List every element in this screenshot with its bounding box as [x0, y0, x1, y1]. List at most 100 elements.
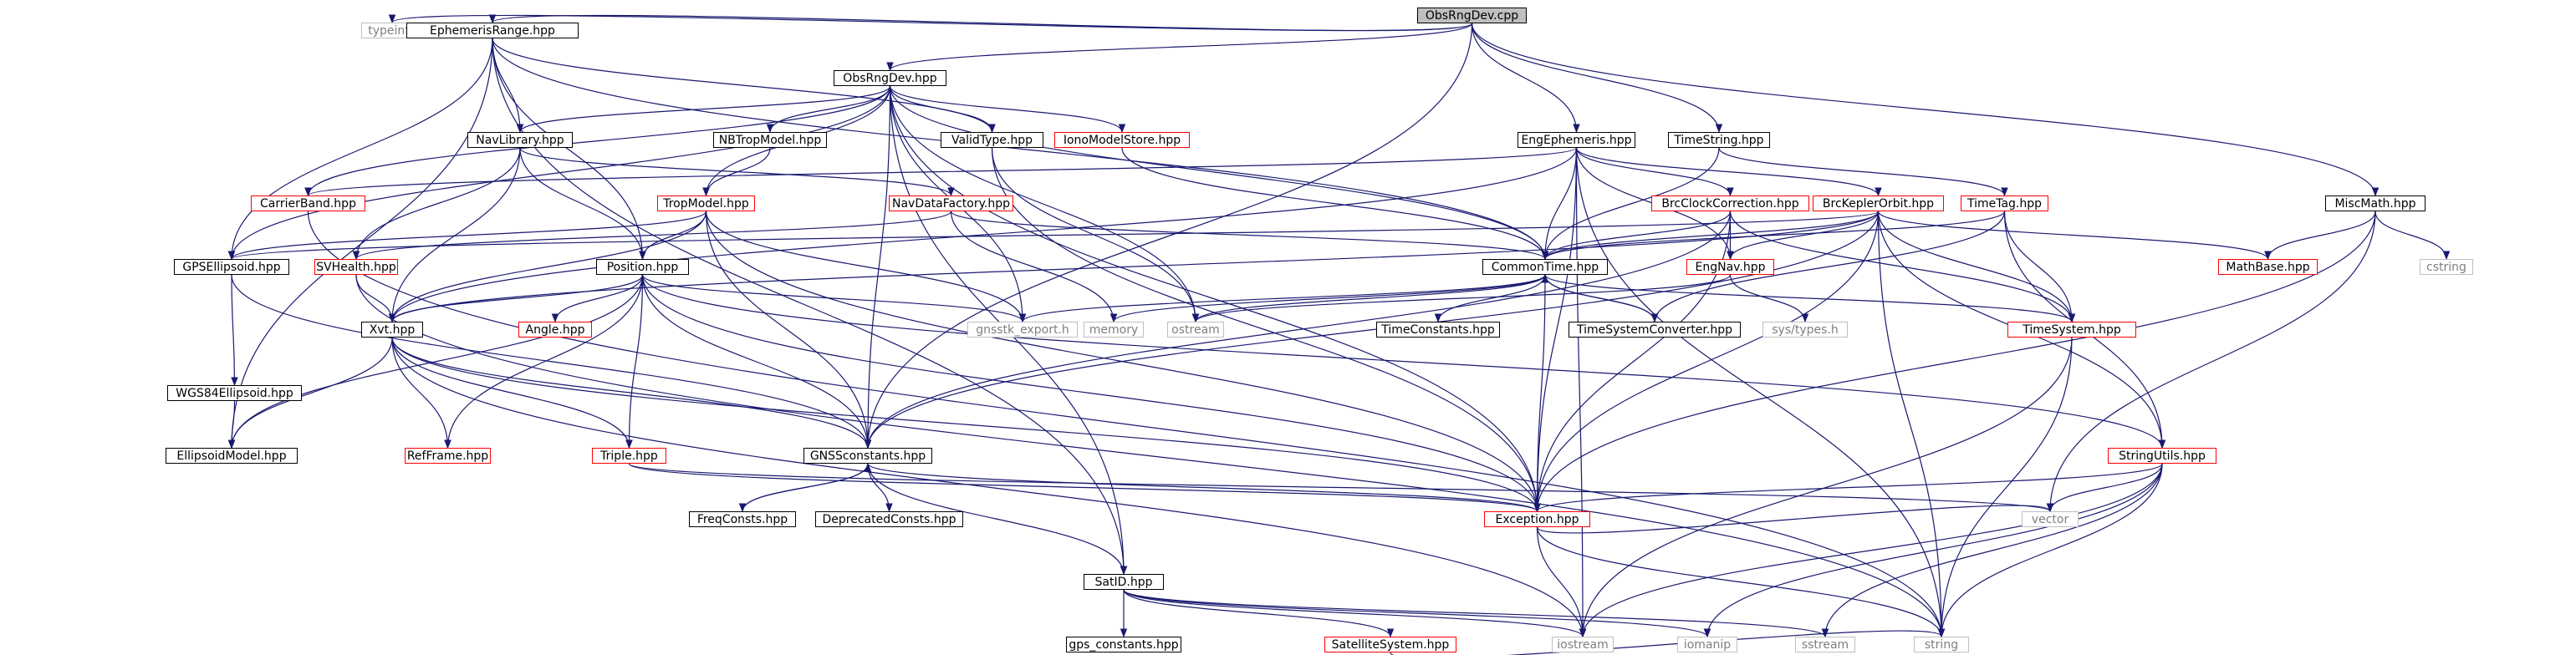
node-timeconstants-hpp[interactable]: TimeConstants.hpp	[1376, 322, 1500, 338]
node-commontime-hpp[interactable]: CommonTime.hpp	[1482, 259, 1608, 275]
edge-ephemerisrange-to-position	[492, 38, 646, 261]
edge-triple-to-exception	[628, 463, 1541, 513]
node-angle-hpp[interactable]: Angle.hpp	[518, 322, 592, 338]
node-timetag-hpp[interactable]: TimeTag.hpp	[1961, 195, 2048, 211]
node-triple-hpp[interactable]: Triple.hpp	[592, 448, 666, 464]
edge-stringutils-to-vector	[2046, 463, 2163, 513]
edge-obsrngdev_cpp-to-timestring	[1471, 23, 1723, 134]
node-exception-hpp[interactable]: Exception.hpp	[1484, 511, 1590, 527]
node-navlibrary-hpp[interactable]: NavLibrary.hpp	[467, 132, 573, 148]
edge-commontime-to-exception	[1533, 274, 1546, 513]
edge-timetag-to-timesystem	[2003, 211, 2076, 323]
edge-navlibrary-to-xvt	[388, 147, 521, 323]
edge-engephemeris-to-brckeplerorbit	[1575, 147, 1882, 197]
edge-stringutils-to-iomanip	[1703, 463, 2163, 638]
node-obsrngdev-cpp[interactable]: ObsRngDev.cpp	[1417, 8, 1527, 23]
edge-obsrngdev_hpp-to-gpsellipsoid	[227, 85, 891, 261]
edge-commontime-to-ostream	[1191, 274, 1546, 323]
edge-engephemeris-to-iostream	[1575, 147, 1587, 638]
node-satid-hpp[interactable]: SatID.hpp	[1084, 574, 1164, 590]
node-timesystem-hpp[interactable]: TimeSystem.hpp	[2007, 322, 2136, 338]
node-vector: vector	[2022, 511, 2079, 527]
edge-timesystemconverter-to-commontime	[1541, 273, 1655, 322]
edge-obsrngdev_hpp-to-commontime	[889, 85, 1549, 261]
edge-obsrngdev_hpp-to-navlibrary	[516, 85, 891, 134]
node-memory: memory	[1084, 322, 1144, 338]
node-brcclockcorrection-hpp[interactable]: BrcClockCorrection.hpp	[1651, 195, 1809, 211]
node-refframe-hpp[interactable]: RefFrame.hpp	[405, 448, 491, 464]
node-mathbase-hpp[interactable]: MathBase.hpp	[2218, 259, 2318, 275]
node-xvt-hpp[interactable]: Xvt.hpp	[361, 322, 423, 338]
node-ionomodelstore-hpp[interactable]: IonoModelStore.hpp	[1054, 132, 1190, 148]
node-wgs84ellipsoid-hpp[interactable]: WGS84Ellipsoid.hpp	[167, 385, 302, 401]
edge-obsrngdev_cpp-to-obsrngdev_hpp	[886, 23, 1473, 72]
edge-xvt-to-gnssconstants	[391, 337, 872, 449]
edge-brckeplerorbit-to-mathbase	[1877, 211, 2272, 261]
node-validtype-hpp[interactable]: ValidType.hpp	[941, 132, 1043, 148]
node-carrierband-hpp[interactable]: CarrierBand.hpp	[251, 195, 365, 211]
edge-commontime-to-timeconstants	[1434, 274, 1546, 323]
edge-engephemeris-to-commontime	[1541, 147, 1578, 261]
node-timesystemconverter-hpp[interactable]: TimeSystemConverter.hpp	[1569, 322, 1741, 338]
node-gpsellipsoid-hpp[interactable]: GPSEllipsoid.hpp	[174, 259, 289, 275]
node-navdatafactory-hpp[interactable]: NavDataFactory.hpp	[889, 195, 1013, 211]
edge-commontime-to-memory	[1109, 274, 1546, 323]
edge-brckeplerorbit-to-engnav	[1727, 211, 1880, 261]
edge-brckeplerorbit-to-xvt	[388, 211, 1880, 323]
edge-exception-to-vector	[1536, 503, 2054, 534]
node-position-hpp[interactable]: Position.hpp	[596, 259, 689, 275]
node-obsrngdev-hpp[interactable]: ObsRngDev.hpp	[834, 70, 946, 86]
node-svhealth-hpp[interactable]: SVHealth.hpp	[314, 259, 398, 275]
node-engnav-hpp[interactable]: EngNav.hpp	[1686, 259, 1774, 275]
edge-brckeplerorbit-to-gnssconstants	[864, 211, 1880, 449]
edge-ephemerisrange-to-gpsellipsoid	[227, 38, 493, 261]
edge-obsrngdev_hpp-to-ionomodelstore	[889, 85, 1126, 134]
edge-position-to-gnsstk_export	[641, 274, 1027, 323]
node-tropmodel-hpp[interactable]: TropModel.hpp	[657, 195, 755, 211]
edge-gnssconstants-to-satid	[867, 463, 1128, 576]
edge-freqconsts-to-gnssconstants	[742, 462, 872, 512]
edge-position-to-triple	[625, 274, 644, 449]
node-gnssconstants-hpp[interactable]: GNSSconstants.hpp	[803, 448, 932, 464]
edge-satid-to-satellitesystem	[1123, 589, 1395, 638]
edge-gnssconstants-to-deprecatedconsts	[867, 463, 893, 513]
edge-timetag-to-commontime	[1541, 211, 2006, 261]
node-gps-constants-hpp[interactable]: gps_constants.hpp	[1066, 637, 1181, 652]
edge-stringutils-to-string	[1937, 463, 2163, 638]
edge-xvt-to-ellipsoidmodel	[227, 337, 393, 449]
edge-engnav-to-ostream	[1191, 274, 1732, 323]
edge-tropmodel-to-gnsstk_export	[705, 211, 1027, 323]
edge-obsrngdev_hpp-to-carrierband	[304, 85, 891, 197]
node-miscmath-hpp[interactable]: MiscMath.hpp	[2325, 195, 2426, 211]
node-engephemeris-hpp[interactable]: EngEphemeris.hpp	[1518, 132, 1635, 148]
edge-nbtropmodel-to-tropmodel	[702, 147, 771, 197]
node-ephemerisrange-hpp[interactable]: EphemerisRange.hpp	[406, 23, 579, 38]
edge-brckeplerorbit-to-gpsellipsoid	[228, 211, 1880, 261]
edge-navdatafactory-to-svhealth	[352, 211, 952, 261]
node-brckeplerorbit-hpp[interactable]: BrcKeplerOrbit.hpp	[1813, 195, 1944, 211]
node-ellipsoidmodel-hpp[interactable]: EllipsoidModel.hpp	[166, 448, 298, 464]
node-cstring: cstring	[2420, 259, 2473, 275]
node-deprecatedconsts-hpp[interactable]: DeprecatedConsts.hpp	[815, 511, 963, 527]
node-freqconsts-hpp[interactable]: FreqConsts.hpp	[689, 511, 796, 527]
edge-stringutils-to-iostream	[1579, 463, 2163, 638]
edge-obsrngdev_hpp-to-exception	[889, 85, 1541, 513]
edge-satellitesystem-to-string	[1390, 628, 1946, 655]
edge-position-to-xvt	[388, 274, 644, 323]
edge-obsrngdev_cpp-to-miscmath	[1471, 23, 2380, 197]
edge-gnssconstants-to-exception	[867, 463, 1541, 513]
edge-brckeplerorbit-to-exception	[1533, 211, 1880, 513]
edge-brckeplerorbit-to-commontime	[1541, 211, 1880, 261]
edge-engephemeris-to-exception	[1533, 147, 1578, 513]
edge-engephemeris-to-carrierband	[304, 147, 1578, 197]
node-satellitesystem-hpp[interactable]: SatelliteSystem.hpp	[1324, 637, 1456, 652]
node-timestring-hpp[interactable]: TimeString.hpp	[1668, 132, 1770, 148]
edge-tropmodel-to-gnssconstants	[705, 211, 872, 449]
edge-timestring-to-commontime	[1541, 147, 1720, 261]
node-nbtropmodel-hpp[interactable]: NBTropModel.hpp	[713, 132, 827, 148]
edge-miscmath-to-exception	[1533, 211, 2376, 513]
edge-navdatafactory-to-commontime	[950, 211, 1549, 261]
node-stringutils-hpp[interactable]: StringUtils.hpp	[2108, 448, 2216, 464]
edge-commontime-to-timesystem	[1544, 274, 2076, 323]
